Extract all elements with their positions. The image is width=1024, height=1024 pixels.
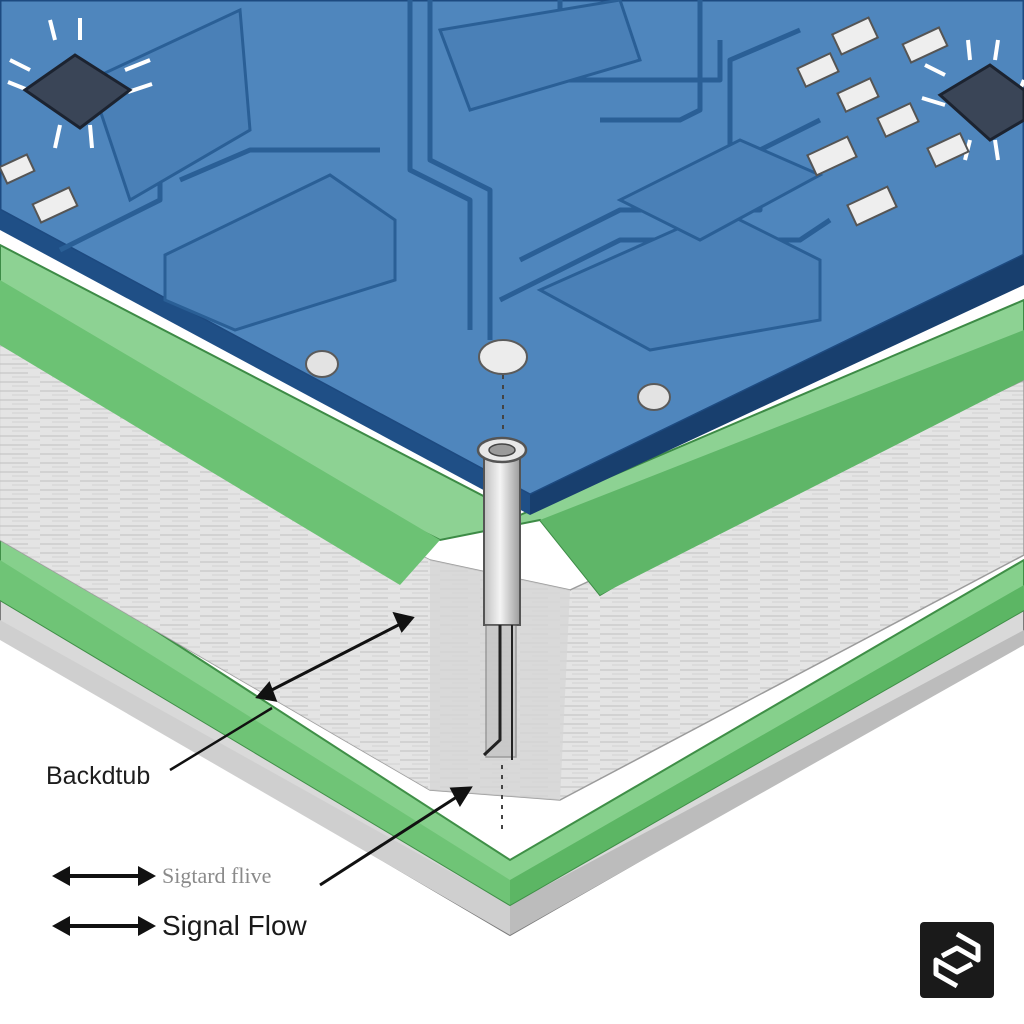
- ic-chip-right: [921, 39, 1024, 161]
- plated-via: [476, 436, 528, 626]
- upper-prepreg-layer: [0, 243, 1024, 597]
- top-board: [0, 0, 1024, 515]
- ic-chip-left: [7, 18, 153, 149]
- double-arrow-icon: [52, 916, 156, 936]
- backdrill-stub: [482, 624, 517, 835]
- brand-logo-icon: [920, 922, 994, 998]
- legend-item-signal-flow: Signal Flow: [52, 910, 307, 942]
- smd-components: [0, 16, 970, 227]
- mounting-holes: [305, 350, 671, 411]
- copper-pads: [88, 0, 824, 352]
- signal-arrows: [169, 611, 473, 887]
- lower-prepreg-layer: [0, 528, 1024, 907]
- via-top-pad: [478, 339, 528, 375]
- legend-label: Signal Flow: [162, 910, 307, 941]
- double-arrow-icon: [52, 866, 156, 886]
- backdrill-stub-label: Backdtub: [46, 762, 151, 790]
- legend-item-faint: Sigtard flive: [52, 862, 271, 890]
- legend-label: Sigtard flive: [162, 863, 272, 888]
